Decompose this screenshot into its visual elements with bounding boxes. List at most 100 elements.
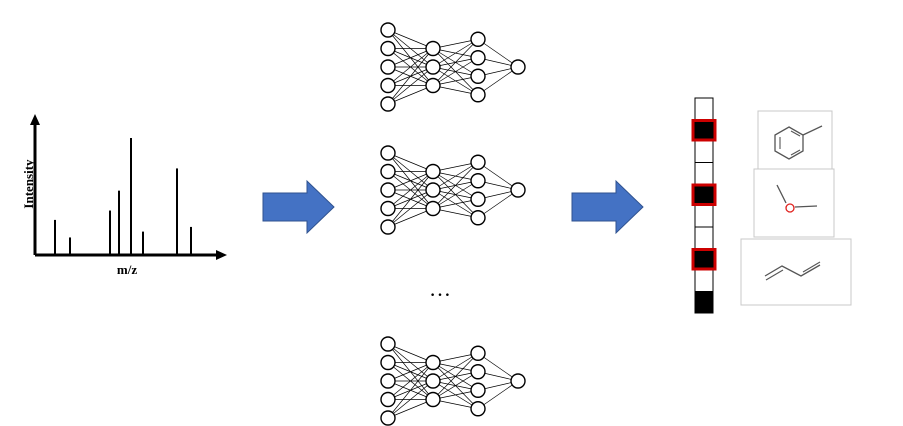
- neuron: [425, 77, 441, 94]
- fingerprint-vector: [691, 97, 717, 314]
- neuron: [380, 200, 396, 217]
- connection: [387, 48, 434, 68]
- connection: [477, 161, 519, 191]
- connection: [387, 189, 434, 228]
- connection: [432, 162, 479, 209]
- neuron: [470, 382, 486, 398]
- neuron: [425, 182, 441, 198]
- fingerprint-bit: [694, 205, 714, 228]
- arrow-spectrum-to-networks: [262, 179, 335, 235]
- connection: [432, 38, 479, 68]
- neuron: [510, 373, 526, 389]
- x-axis-arrowhead: [216, 250, 227, 260]
- neuron: [470, 68, 486, 84]
- connection: [387, 66, 434, 105]
- neuron: [380, 96, 396, 112]
- connection: [477, 380, 519, 410]
- connection: [387, 48, 434, 86]
- connection: [387, 380, 434, 419]
- butadiene-substructure: [740, 238, 852, 306]
- connection: [477, 189, 519, 219]
- neuron: [380, 336, 396, 352]
- connection: [387, 29, 434, 49]
- neural-network: [380, 145, 526, 235]
- neuron: [380, 22, 396, 38]
- connection: [432, 352, 479, 382]
- neuron: [470, 345, 486, 361]
- neuron: [425, 373, 441, 389]
- connection: [387, 171, 434, 191]
- connection: [387, 362, 434, 382]
- connection: [387, 152, 434, 172]
- neuron: [380, 145, 396, 161]
- neural-networks: [380, 22, 526, 426]
- neuron: [380, 40, 396, 57]
- y-axis-arrowhead: [30, 114, 40, 125]
- methoxy-substructure: [753, 168, 835, 238]
- neuron: [380, 410, 396, 426]
- neuron: [380, 77, 396, 94]
- toluene-substructure: [757, 110, 833, 170]
- connection: [387, 362, 434, 419]
- neuron: [380, 182, 396, 198]
- connection: [432, 57, 479, 86]
- neuron: [380, 354, 396, 371]
- neuron: [425, 163, 441, 180]
- x-axis-label: m/z: [117, 262, 137, 277]
- connection: [387, 85, 434, 105]
- neuron: [380, 391, 396, 408]
- neuron: [425, 391, 441, 408]
- fingerprint-bit-highlight: [691, 248, 717, 271]
- fingerprint-bit: [694, 226, 714, 249]
- neural-network: [380, 22, 526, 112]
- neuron: [470, 210, 486, 226]
- connection: [387, 208, 434, 228]
- neuron: [470, 154, 486, 170]
- fingerprint-bit: [694, 248, 714, 271]
- fingerprint-bit: [694, 291, 714, 314]
- ellipsis: …: [429, 276, 451, 301]
- neuron: [425, 200, 441, 217]
- neuron: [470, 401, 486, 417]
- fingerprint-bit: [694, 162, 714, 185]
- neuron: [470, 50, 486, 66]
- mass-spectrum: Intensity m/z: [21, 114, 227, 277]
- fingerprint-bit: [694, 97, 714, 120]
- fingerprint-bit-highlight: [691, 119, 717, 142]
- fingerprint-bit-highlight: [691, 183, 717, 206]
- fingerprint-bit: [694, 269, 714, 292]
- connection: [432, 39, 479, 86]
- connection: [387, 48, 434, 105]
- connection: [477, 352, 519, 382]
- arrow-networks-to-fingerprint: [571, 179, 644, 235]
- fingerprint-bit: [694, 183, 714, 206]
- connection: [477, 38, 519, 68]
- connection: [387, 362, 434, 400]
- neuron: [510, 182, 526, 198]
- neuron: [380, 219, 396, 235]
- oxygen-atom: [785, 203, 795, 213]
- connection: [432, 353, 479, 400]
- connection: [387, 171, 434, 209]
- neuron: [470, 191, 486, 207]
- neuron: [425, 40, 441, 57]
- fingerprint-bit: [694, 140, 714, 163]
- methyl-bond: [802, 125, 823, 136]
- neuron: [470, 364, 486, 380]
- fingerprint-bit: [694, 119, 714, 142]
- neuron: [510, 59, 526, 75]
- neuron: [470, 173, 486, 189]
- neuron: [425, 354, 441, 371]
- neural-network: [380, 336, 526, 426]
- connection: [477, 66, 519, 96]
- connection: [432, 161, 479, 191]
- connection: [432, 180, 479, 209]
- substructure-panel: [740, 110, 852, 306]
- neuron: [470, 31, 486, 47]
- neuron: [425, 59, 441, 75]
- neuron: [380, 373, 396, 389]
- neuron: [470, 87, 486, 103]
- connection: [387, 399, 434, 419]
- spectrum-peaks: [54, 138, 192, 255]
